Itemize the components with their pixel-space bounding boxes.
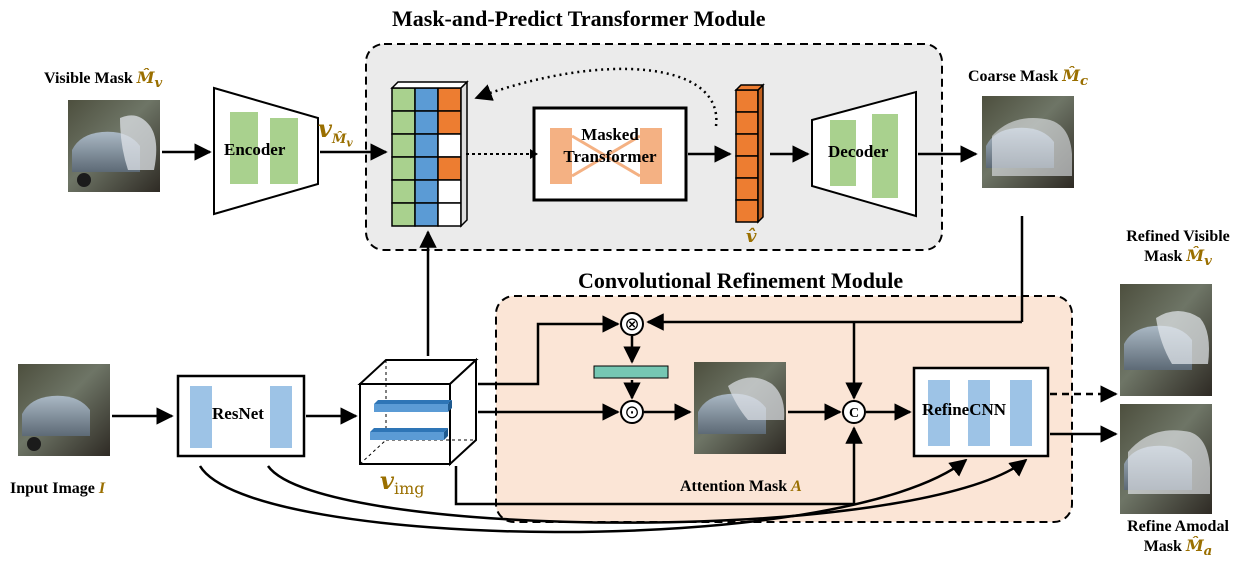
token-cell <box>414 179 439 204</box>
token-cell <box>437 156 462 181</box>
input-image-symbol: I <box>98 480 106 497</box>
token-cell <box>414 87 439 112</box>
concat-operator <box>842 400 866 424</box>
decoder-label: Decoder <box>828 142 889 161</box>
coarse-mask-symbol: M̂ <box>1062 66 1080 85</box>
token-cell <box>414 202 439 227</box>
odot-operator <box>620 400 644 424</box>
coarse-mask-label: Coarse Mask M̂c <box>968 66 1089 90</box>
refine-amodal-symbol: M̂ <box>1185 536 1204 555</box>
token-cell <box>437 110 462 135</box>
predicted-token-column <box>734 83 765 224</box>
masked-transformer-block <box>532 106 688 202</box>
input-image <box>18 364 110 456</box>
visible-mask-sub: v <box>154 75 163 92</box>
coarse-mask-sub: c <box>1079 73 1089 90</box>
predicted-token-cell <box>735 111 759 135</box>
refine-amodal-mask-image <box>1120 404 1212 514</box>
token-cell <box>414 156 439 181</box>
token-cell <box>391 156 416 181</box>
otimes-operator <box>620 312 644 336</box>
transformer-module-title: Mask-and-Predict Transformer Module <box>392 6 766 31</box>
attention-symbol: A <box>791 478 802 495</box>
token-cell <box>391 179 416 204</box>
refined-visible-mask-label: Refined Visible Mask M̂v <box>1126 228 1230 270</box>
v-img-symbol: vimg <box>380 466 425 498</box>
resnet-label: ResNet <box>212 404 264 423</box>
attention-weight-bar <box>593 365 669 379</box>
refined-visible-symbol: M̂ <box>1186 246 1205 265</box>
refine-amodal-mask-label: Refine Amodal Mask M̂a <box>1127 518 1229 560</box>
odot-glyph: ⊙ <box>624 402 639 423</box>
token-grid-side-face <box>460 80 468 228</box>
token-cell <box>391 87 416 112</box>
predicted-column-side-face <box>757 83 764 224</box>
token-cell <box>437 179 462 204</box>
token-grid-top-face <box>390 81 469 89</box>
image-feature-cube <box>357 357 479 467</box>
token-cell <box>437 202 462 227</box>
attention-mask-image <box>694 362 786 454</box>
decoder-block <box>811 90 917 218</box>
token-cell <box>437 133 462 158</box>
token-cell <box>391 133 416 158</box>
masked-transformer-label: Masked Transformer <box>563 125 657 166</box>
visible-mask-symbol: M̂ <box>136 68 155 87</box>
token-grid <box>390 80 469 228</box>
refinecnn-block <box>912 366 1050 458</box>
predicted-token-cell <box>735 155 759 179</box>
otimes-glyph: ⊗ <box>624 314 639 335</box>
token-cell <box>414 110 439 135</box>
predicted-token-cell <box>735 89 759 113</box>
arrows <box>112 67 1118 534</box>
input-image-label: Input Image I <box>10 480 106 497</box>
predicted-token-cell <box>735 133 759 157</box>
visible-mask-label: Visible Mask M̂v <box>44 68 163 92</box>
encoder-block <box>213 86 319 216</box>
refinement-module-title: Convolutional Refinement Module <box>578 268 904 293</box>
refined-visible-sub: v <box>1204 253 1212 270</box>
coarse-mask-image <box>982 96 1074 188</box>
predicted-column-top-face <box>734 84 765 91</box>
token-cell <box>437 87 462 112</box>
token-cell <box>391 110 416 135</box>
encoder-label: Encoder <box>224 140 286 159</box>
visible-mask-image <box>68 100 160 192</box>
refinecnn-label: RefineCNN <box>922 400 1007 419</box>
predicted-token-cell <box>735 199 759 223</box>
token-cell <box>414 133 439 158</box>
v-hat-symbol: v̂ <box>746 226 757 247</box>
v-mask-symbol: vM̂v <box>318 114 353 150</box>
attention-mask-label: Attention Mask A <box>680 478 802 495</box>
token-cell <box>391 202 416 227</box>
resnet-block <box>176 374 306 458</box>
refined-visible-mask-image <box>1120 284 1212 396</box>
refine-amodal-sub: a <box>1203 543 1213 560</box>
concat-glyph: C <box>849 406 859 421</box>
predicted-token-cell <box>735 177 759 201</box>
